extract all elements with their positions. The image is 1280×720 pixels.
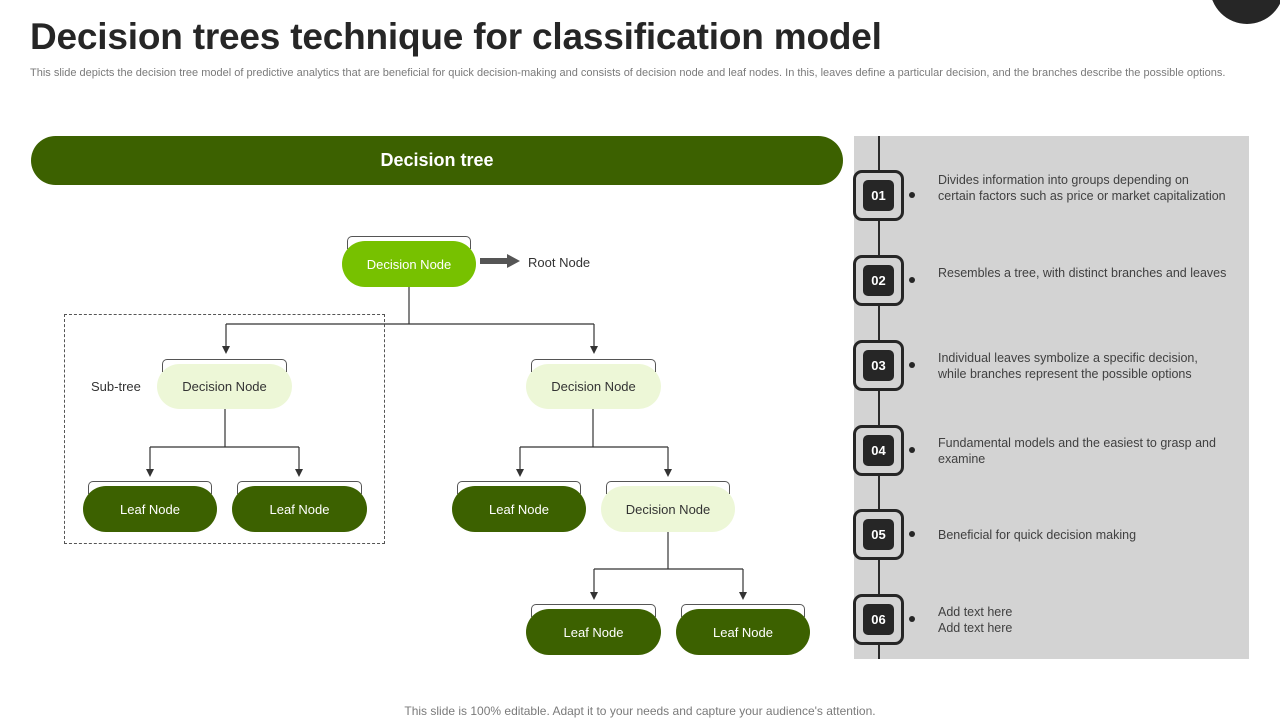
bottom-leaf-node-2-label: Leaf Node <box>713 624 773 640</box>
root-node-label: Root Node <box>528 255 591 270</box>
left-decision-node-label: Decision Node <box>182 379 267 394</box>
left-leaf-node-1-label: Leaf Node <box>120 501 180 517</box>
node-bracket <box>457 481 581 494</box>
step-badge-03: 03 <box>853 340 904 391</box>
banner-label: Decision tree <box>380 150 494 170</box>
node-bracket <box>531 359 656 372</box>
node-bracket <box>531 604 656 617</box>
step-dot <box>909 447 915 453</box>
step-number-04: 04 <box>863 435 894 466</box>
bottom-leaf-node-2: Leaf Node <box>676 604 810 655</box>
corner-decoration <box>1210 0 1280 24</box>
node-bracket <box>606 481 730 494</box>
right-sub-decision-node: Decision Node <box>601 481 735 532</box>
right-decision-node-label: Decision Node <box>551 379 636 394</box>
step-number-05: 05 <box>863 519 894 550</box>
page-title: Decision trees technique for classificat… <box>30 16 882 57</box>
subtree-boundary <box>64 314 385 544</box>
step-badge-05: 05 <box>853 509 904 560</box>
step-number-03: 03 <box>863 350 894 381</box>
right-decision-node: Decision Node <box>526 359 661 409</box>
left-decision-node: Decision Node <box>157 359 292 409</box>
left-leaf-node-2-label: Leaf Node <box>269 501 330 517</box>
decision-tree-banner: Decision tree <box>31 136 843 185</box>
step-text-04: Fundamental models and the easiest to gr… <box>938 436 1216 466</box>
step-number-01: 01 <box>863 180 894 211</box>
footer-note: This slide is 100% editable. Adapt it to… <box>404 704 876 718</box>
root-decision-node-label: Decision Node <box>366 256 452 272</box>
step-dot <box>909 531 915 537</box>
left-leaf-node-2: Leaf Node <box>232 481 367 532</box>
root-node-arrow <box>480 254 520 268</box>
node-bracket <box>237 481 362 494</box>
tree-connectors <box>146 254 747 600</box>
root-decision-node: Decision Node <box>342 236 476 287</box>
node-bracket <box>347 236 471 249</box>
timeline-line <box>878 136 880 659</box>
step-dot <box>909 616 915 622</box>
step-badge-02: 02 <box>853 255 904 306</box>
step-text-01: Divides information into groups dependin… <box>938 173 1226 203</box>
step-dot <box>909 362 915 368</box>
step-text-05: Beneficial for quick decision making <box>938 528 1137 542</box>
step-badge-01: 01 <box>853 170 904 221</box>
step-text-03: Individual leaves symbolize a specific d… <box>938 351 1198 381</box>
bottom-leaf-node-1: Leaf Node <box>526 604 661 655</box>
step-text-02: Resembles a tree, with distinct branches… <box>938 266 1227 280</box>
subtree-label: Sub-tree <box>91 379 141 394</box>
step-badge-06: 06 <box>853 594 904 645</box>
right-leaf-node: Leaf Node <box>452 481 586 532</box>
right-sub-decision-node-label: Decision Node <box>625 501 711 517</box>
step-dot <box>909 192 915 198</box>
left-leaf-node-1: Leaf Node <box>83 481 217 532</box>
node-bracket <box>681 604 805 617</box>
step-number-06: 06 <box>863 604 894 635</box>
bottom-leaf-node-1-label: Leaf Node <box>563 624 624 640</box>
step-dot <box>909 277 915 283</box>
features-panel <box>854 136 1249 659</box>
step-number-02: 02 <box>863 265 894 296</box>
node-bracket <box>162 359 287 372</box>
right-leaf-node-label: Leaf Node <box>489 501 549 517</box>
node-bracket <box>88 481 212 494</box>
step-badge-04: 04 <box>853 425 904 476</box>
page-subtitle: This slide depicts the decision tree mod… <box>30 67 1226 79</box>
step-text-06: Add text here Add text here <box>938 605 1013 635</box>
